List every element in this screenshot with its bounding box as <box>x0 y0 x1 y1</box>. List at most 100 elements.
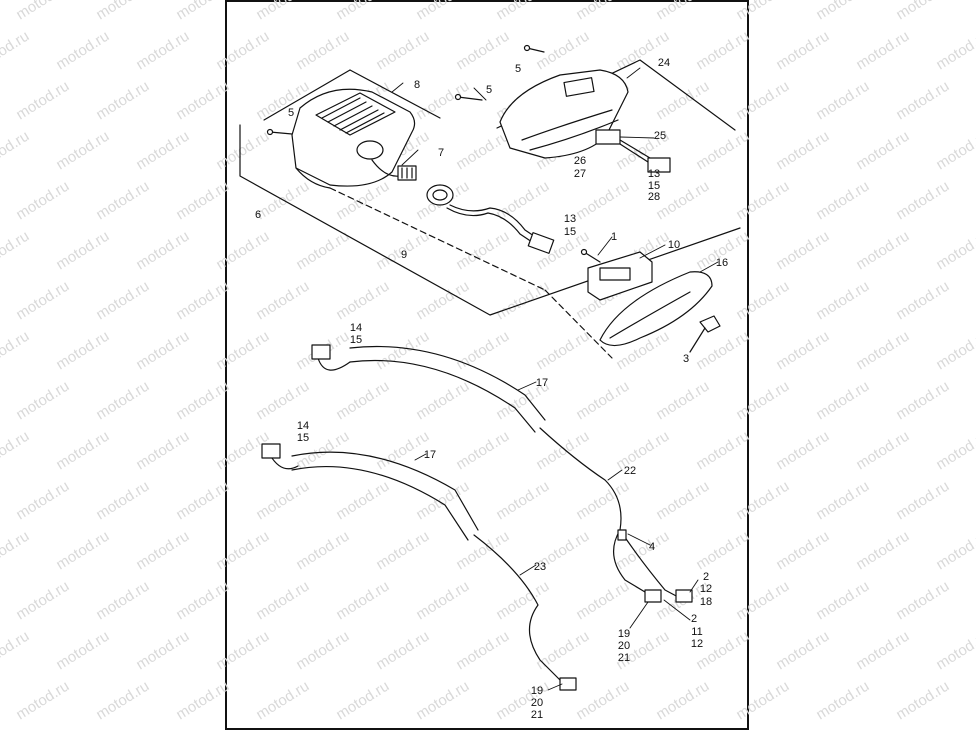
watermark-text: motod.ru <box>493 678 552 724</box>
watermark-text: motod.ru <box>493 178 552 224</box>
callout-c13b: 13 <box>564 213 576 225</box>
watermark-text: motod.ru <box>253 378 312 424</box>
callout-c4: 4 <box>649 541 655 553</box>
watermark-text: motod.ru <box>933 628 976 674</box>
watermark-text: motod.ru <box>413 678 472 724</box>
watermark-text: motod.ru <box>773 528 832 574</box>
callout-c15d: 15 <box>297 432 309 444</box>
watermark-text: motod.ru <box>493 578 552 624</box>
watermark-text: motod.ru <box>173 678 232 724</box>
watermark-text: motod.ru <box>333 378 392 424</box>
watermark-text: motod.ru <box>773 628 832 674</box>
watermark-text: motod.ru <box>173 578 232 624</box>
watermark-text: motod.ru <box>853 128 912 174</box>
watermark-text: motod.ru <box>773 428 832 474</box>
watermark-text: motod.ru <box>0 328 32 374</box>
watermark-text: motod.ru <box>293 528 352 574</box>
watermark-text: motod.ru <box>133 628 192 674</box>
watermark-text: motod.ru <box>773 228 832 274</box>
watermark-text: motod.ru <box>733 278 792 324</box>
watermark-text: motod.ru <box>93 478 152 524</box>
bracket-line-6a <box>263 69 351 121</box>
watermark-text: motod.ru <box>893 78 952 124</box>
watermark-text: motod.ru <box>733 0 792 23</box>
watermark-text: motod.ru <box>933 328 976 374</box>
callout-c22: 22 <box>624 465 636 477</box>
watermark-text: motod.ru <box>0 528 32 574</box>
watermark-text: motod.ru <box>0 28 32 74</box>
watermark-text: motod.ru <box>573 678 632 724</box>
watermark-text: motod.ru <box>93 278 152 324</box>
callout-c14a: 14 <box>350 322 362 334</box>
watermark-text: motod.ru <box>333 578 392 624</box>
watermark-text: motod.ru <box>693 28 752 74</box>
watermark-text: motod.ru <box>0 628 32 674</box>
callout-c2b: 2 <box>691 613 697 625</box>
callout-c13a: 13 <box>648 168 660 180</box>
watermark-text: motod.ru <box>893 178 952 224</box>
watermark-text: motod.ru <box>13 478 72 524</box>
screw-5-middle <box>454 93 483 101</box>
callout-c12b: 12 <box>691 638 703 650</box>
watermark-text: motod.ru <box>653 478 712 524</box>
watermark-text: motod.ru <box>693 128 752 174</box>
watermark-text: motod.ru <box>13 178 72 224</box>
watermark-text: motod.ru <box>453 128 512 174</box>
watermark-text: motod.ru <box>573 478 632 524</box>
watermark-text: motod.ru <box>493 278 552 324</box>
watermark-text: motod.ru <box>293 228 352 274</box>
watermark-text: motod.ru <box>933 128 976 174</box>
watermark-text: motod.ru <box>733 578 792 624</box>
callout-c20b: 20 <box>531 697 543 709</box>
watermark-text: motod.ru <box>533 428 592 474</box>
watermark-text: motod.ru <box>253 578 312 624</box>
watermark-text: motod.ru <box>53 528 112 574</box>
callout-c17b: 17 <box>424 449 436 461</box>
watermark-text: motod.ru <box>893 578 952 624</box>
watermark-text: motod.ru <box>733 178 792 224</box>
watermark-text: motod.ru <box>933 228 976 274</box>
callout-c19a: 19 <box>618 628 630 640</box>
watermark-text: motod.ru <box>133 128 192 174</box>
callout-c28: 28 <box>648 191 660 203</box>
watermark-text: motod.ru <box>893 378 952 424</box>
watermark-text: motod.ru <box>13 678 72 724</box>
watermark-text: motod.ru <box>453 528 512 574</box>
callout-c5a: 5 <box>288 107 294 119</box>
bracket-line-9a <box>329 187 546 291</box>
callout-c11: 11 <box>691 626 702 638</box>
watermark-text: motod.ru <box>853 28 912 74</box>
callout-c12a: 12 <box>700 583 712 595</box>
callout-c7: 7 <box>438 147 444 159</box>
watermark-text: motod.ru <box>413 378 472 424</box>
callout-c9: 9 <box>401 249 407 261</box>
watermark-text: motod.ru <box>453 428 512 474</box>
screw-5-left <box>266 128 293 136</box>
watermark-text: motod.ru <box>933 528 976 574</box>
watermark-text: motod.ru <box>573 178 632 224</box>
watermark-text: motod.ru <box>93 578 152 624</box>
watermark-text: motod.ru <box>213 328 272 374</box>
watermark-text: motod.ru <box>413 0 472 23</box>
watermark-text: motod.ru <box>0 128 32 174</box>
watermark-text: motod.ru <box>813 378 872 424</box>
watermark-text: motod.ru <box>173 0 232 23</box>
watermark-text: motod.ru <box>933 28 976 74</box>
watermark-text: motod.ru <box>413 78 472 124</box>
bracket-line-9b <box>544 289 613 359</box>
clip-4 <box>617 529 627 541</box>
callout-c6: 6 <box>255 209 261 221</box>
watermark-text: motod.ru <box>133 28 192 74</box>
watermark-text: motod.ru <box>813 178 872 224</box>
watermark-text: motod.ru <box>0 228 32 274</box>
watermark-text: motod.ru <box>933 428 976 474</box>
bulb-socket <box>426 184 555 254</box>
watermark-text: motod.ru <box>893 678 952 724</box>
watermark-text: motod.ru <box>133 228 192 274</box>
license-lamp-10 <box>587 251 653 301</box>
watermark-text: motod.ru <box>453 628 512 674</box>
watermark-text: motod.ru <box>13 0 72 23</box>
watermark-text: motod.ru <box>133 428 192 474</box>
